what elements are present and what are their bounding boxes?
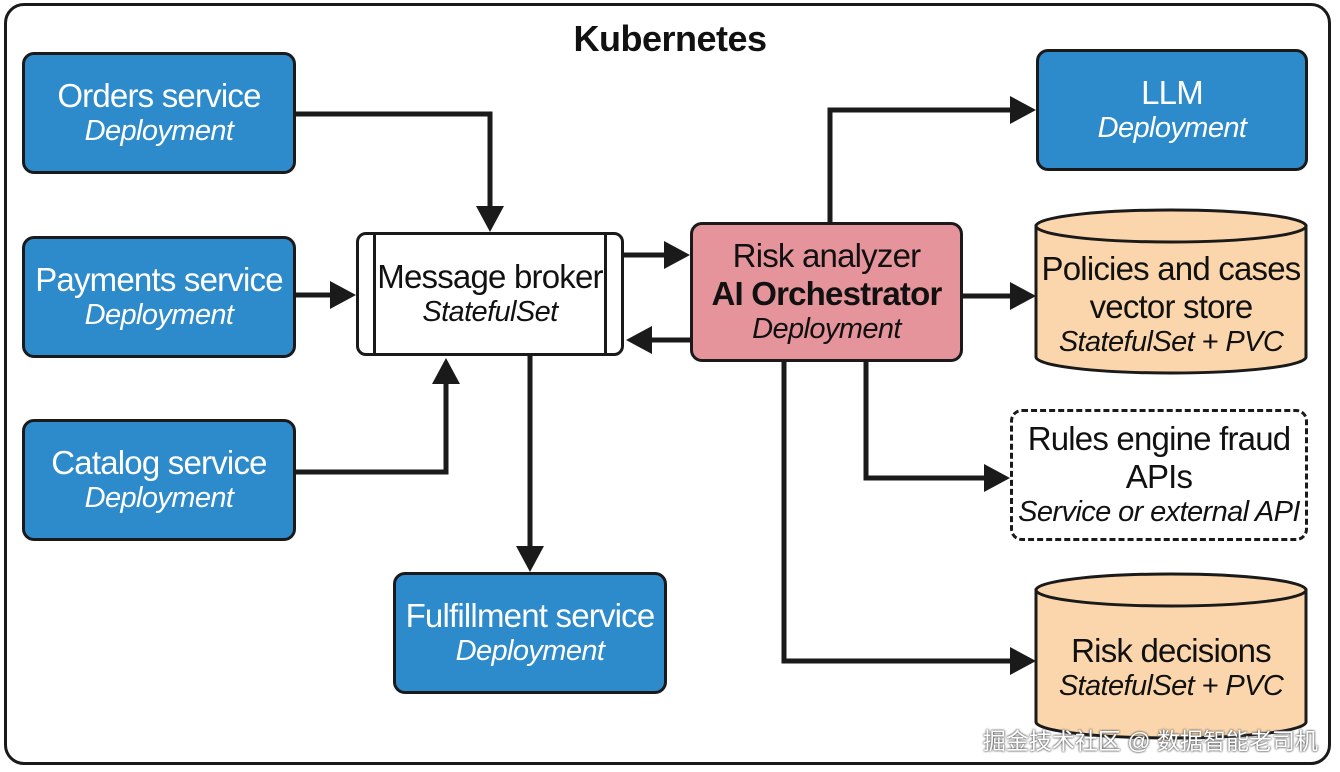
arrowhead-orders-broker [476,206,504,232]
cluster-title: Kubernetes [573,18,767,59]
arrowhead-catalog-broker [432,358,460,384]
llm-kind: Deployment [1097,112,1247,145]
risk-decisions-kind: StatefulSet + PVC [1058,669,1284,702]
arrowhead-orchestrator-vector-store [1010,282,1036,310]
fulfillment-service-kind: Deployment [455,635,605,668]
llm-name: LLM [1141,74,1204,112]
message-broker-name: Message broker [377,258,603,296]
message-broker-node: Message broker StatefulSet [356,232,624,356]
arrowhead-broker-orchestrator [664,241,690,269]
vector-store-line1: Policies and cases [1041,250,1302,287]
arrowhead-orchestrator-rules [984,464,1010,492]
payments-service-node: Payments service Deployment [22,236,296,358]
ai-orchestrator-node: Risk analyzer AI Orchestrator Deployment [690,222,963,362]
edge-orders-to-broker [296,111,493,206]
vector-store-cylinder [1034,208,1308,375]
arrowhead-broker-fulfillment [516,546,544,572]
edge-catalog-to-broker [296,384,449,475]
orders-service-node: Orders service Deployment [22,52,296,174]
catalog-service-kind: Deployment [84,482,234,515]
orders-service-name: Orders service [57,77,261,115]
arrowhead-orchestrator-llm [1010,96,1036,124]
message-broker-kind: StatefulSet [422,296,558,329]
arrowhead-orchestrator-broker [626,326,652,354]
risk-decisions-label: Risk decisions StatefulSet + PVC [1036,632,1306,703]
catalog-service-node: Catalog service Deployment [22,419,296,541]
arrowhead-payments-broker [330,281,356,309]
payments-service-kind: Deployment [84,299,234,332]
kubernetes-cluster-frame [4,3,1331,765]
vector-store-label: Policies and cases vector store Stateful… [1036,250,1306,359]
payments-service-name: Payments service [35,261,283,299]
edge-orchestrator-to-risk-decisions [781,362,1010,664]
vector-store-kind: StatefulSet + PVC [1058,325,1284,358]
watermark: 掘金技术社区 @ 数据智能老司机 [982,728,1318,754]
risk-decisions-name: Risk decisions [1071,632,1272,669]
vector-store-line2: vector store [1089,287,1254,325]
edge-orchestrator-to-llm [827,107,1010,222]
fulfillment-service-node: Fulfillment service Deployment [393,572,667,694]
orders-service-kind: Deployment [84,115,234,148]
orchestrator-line2: AI Orchestrator [711,275,942,313]
risk-decisions-cylinder [1034,572,1308,740]
arrowhead-orchestrator-risk-decisions [1010,647,1036,675]
orchestrator-kind: Deployment [752,313,901,346]
orchestrator-line1: Risk analyzer [732,237,921,275]
llm-node: LLM Deployment [1036,49,1308,171]
fulfillment-service-name: Fulfillment service [405,597,656,635]
rules-engine-line2: APIs [1125,458,1193,496]
rules-engine-node: Rules engine fraud APIs Service or exter… [1010,409,1308,541]
edge-orchestrator-to-rules [863,362,984,481]
catalog-service-name: Catalog service [51,444,267,482]
rules-engine-line1: Rules engine fraud [1027,420,1291,458]
rules-engine-kind: Service or external API [1018,496,1300,529]
